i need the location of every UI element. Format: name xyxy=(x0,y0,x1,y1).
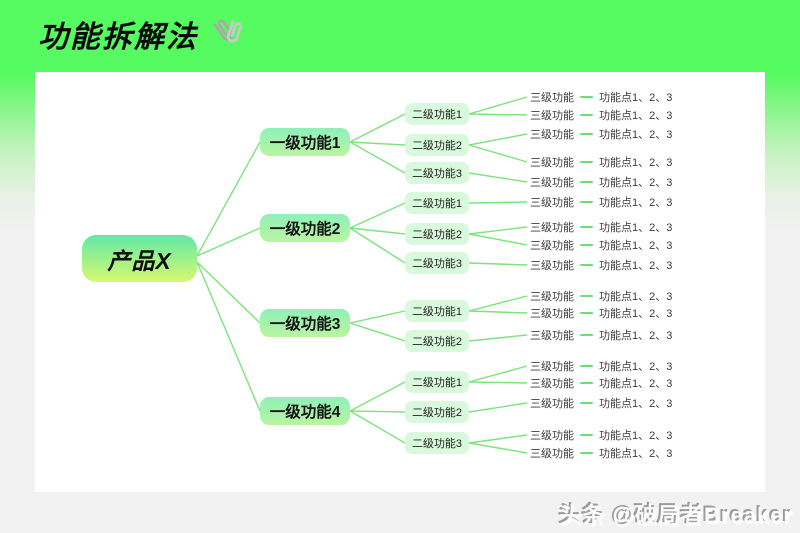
level3-label: 三级功能 xyxy=(530,240,574,252)
level3-label: 三级功能 xyxy=(530,177,574,189)
watermark: 头条 @破局者Breaker xyxy=(559,503,793,528)
level3-label: 三级功能 xyxy=(530,129,574,141)
leaf-row: 三级功能 功能点1、2、3 xyxy=(530,237,672,253)
level1-node-2: 一级功能2 xyxy=(260,214,350,242)
level2-node-2-3: 二级功能3 xyxy=(405,252,469,274)
dash-connector xyxy=(580,96,593,98)
page-title: 功能拆解法 xyxy=(38,21,198,54)
function-points-label: 功能点1、2、3 xyxy=(599,430,673,442)
level3-label: 三级功能 xyxy=(530,308,574,320)
linked-paperclips-icon xyxy=(208,16,244,52)
function-points-label: 功能点1、2、3 xyxy=(599,291,673,303)
function-points-label: 功能点1、2、3 xyxy=(599,157,673,169)
function-points-label: 功能点1、2、3 xyxy=(599,222,673,234)
leaf-row: 三级功能 功能点1、2、3 xyxy=(530,126,672,142)
dash-connector xyxy=(580,226,593,228)
dash-connector xyxy=(580,161,593,163)
level2-node-4-3: 二级功能3 xyxy=(405,432,469,454)
level2-node-2-1: 二级功能1 xyxy=(405,192,469,214)
level3-label: 三级功能 xyxy=(530,197,574,209)
function-points-label: 功能点1、2、3 xyxy=(599,110,673,122)
function-points-label: 功能点1、2、3 xyxy=(599,260,673,272)
level3-label: 三级功能 xyxy=(530,378,574,390)
leaf-row: 三级功能 功能点1、2、3 xyxy=(530,358,672,374)
leaf-row: 三级功能 功能点1、2、3 xyxy=(530,445,672,461)
level3-label: 三级功能 xyxy=(530,157,574,169)
level3-label: 三级功能 xyxy=(530,448,574,460)
leaf-row: 三级功能 功能点1、2、3 xyxy=(530,327,672,343)
dash-connector xyxy=(580,133,593,135)
leaf-row: 三级功能 功能点1、2、3 xyxy=(530,194,672,210)
level2-node-1-2: 二级功能2 xyxy=(405,134,469,156)
function-points-label: 功能点1、2、3 xyxy=(599,129,673,141)
level1-node-3: 一级功能3 xyxy=(260,309,350,337)
function-points-label: 功能点1、2、3 xyxy=(599,398,673,410)
level2-node-3-1: 二级功能1 xyxy=(405,300,469,322)
dash-connector xyxy=(580,264,593,266)
leaf-row: 三级功能 功能点1、2、3 xyxy=(530,154,672,170)
dash-connector xyxy=(580,312,593,314)
function-points-label: 功能点1、2、3 xyxy=(599,177,673,189)
level2-node-4-2: 二级功能2 xyxy=(405,401,469,423)
level1-node-1: 一级功能1 xyxy=(260,128,350,156)
level3-label: 三级功能 xyxy=(530,92,574,104)
function-points-label: 功能点1、2、3 xyxy=(599,197,673,209)
function-points-label: 功能点1、2、3 xyxy=(599,361,673,373)
dash-connector xyxy=(580,114,593,116)
level3-label: 三级功能 xyxy=(530,110,574,122)
function-points-label: 功能点1、2、3 xyxy=(599,92,673,104)
footer-band xyxy=(0,492,800,533)
level3-label: 三级功能 xyxy=(530,330,574,342)
dash-connector xyxy=(580,365,593,367)
function-points-label: 功能点1、2、3 xyxy=(599,378,673,390)
dash-connector xyxy=(580,201,593,203)
leaf-row: 三级功能 功能点1、2、3 xyxy=(530,107,672,123)
level1-node-4: 一级功能4 xyxy=(260,397,350,425)
level3-label: 三级功能 xyxy=(530,430,574,442)
level3-label: 三级功能 xyxy=(530,361,574,373)
function-points-label: 功能点1、2、3 xyxy=(599,448,673,460)
level2-node-1-3: 二级功能3 xyxy=(405,162,469,184)
leaf-row: 三级功能 功能点1、2、3 xyxy=(530,375,672,391)
level2-node-3-2: 二级功能2 xyxy=(405,330,469,352)
leaf-row: 三级功能 功能点1、2、3 xyxy=(530,395,672,411)
dash-connector xyxy=(580,181,593,183)
level3-label: 三级功能 xyxy=(530,291,574,303)
level2-node-1-1: 二级功能1 xyxy=(405,103,469,125)
level2-node-4-1: 二级功能1 xyxy=(405,371,469,393)
dash-connector xyxy=(580,434,593,436)
dash-connector xyxy=(580,402,593,404)
function-points-label: 功能点1、2、3 xyxy=(599,240,673,252)
leaf-row: 三级功能 功能点1、2、3 xyxy=(530,427,672,443)
dash-connector xyxy=(580,295,593,297)
dash-connector xyxy=(580,244,593,246)
dash-connector xyxy=(580,452,593,454)
level3-label: 三级功能 xyxy=(530,260,574,272)
leaf-row: 三级功能 功能点1、2、3 xyxy=(530,219,672,235)
level3-label: 三级功能 xyxy=(530,398,574,410)
dash-connector xyxy=(580,334,593,336)
leaf-row: 三级功能 功能点1、2、3 xyxy=(530,89,672,105)
leaf-row: 三级功能 功能点1、2、3 xyxy=(530,174,672,190)
leaf-row: 三级功能 功能点1、2、3 xyxy=(530,305,672,321)
level2-node-2-2: 二级功能2 xyxy=(405,223,469,245)
page-title-bar: 功能拆解法 xyxy=(38,12,244,56)
function-points-label: 功能点1、2、3 xyxy=(599,308,673,320)
root-node: 产品X xyxy=(82,235,197,282)
function-points-label: 功能点1、2、3 xyxy=(599,330,673,342)
leaf-row: 三级功能 功能点1、2、3 xyxy=(530,288,672,304)
dash-connector xyxy=(580,382,593,384)
leaf-row: 三级功能 功能点1、2、3 xyxy=(530,257,672,273)
level3-label: 三级功能 xyxy=(530,222,574,234)
